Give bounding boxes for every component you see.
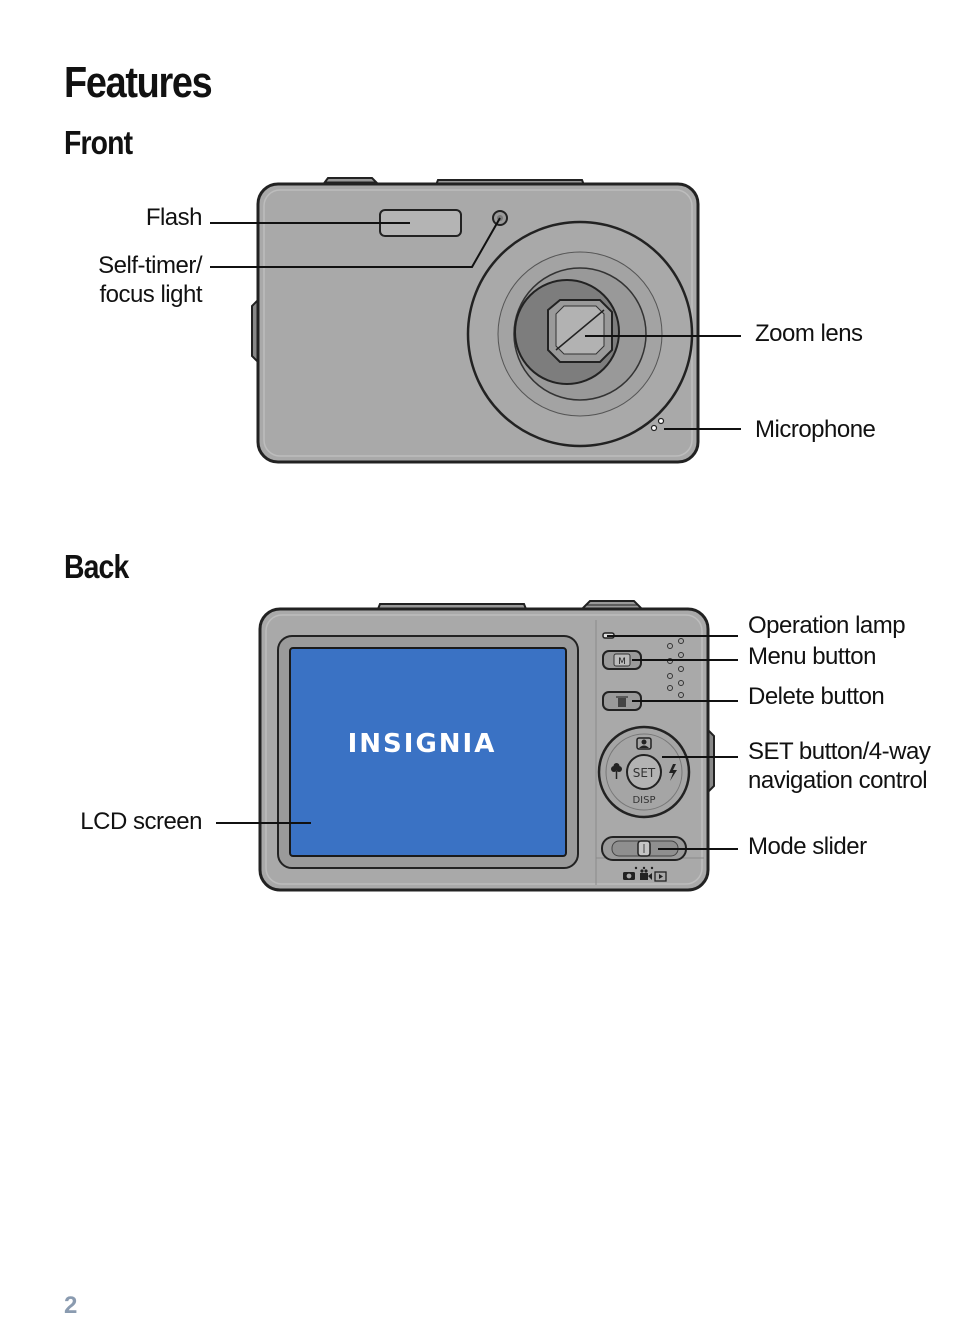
disp-text: DISP [632,795,655,806]
video-icon [640,869,652,880]
label-set-line1: SET button/4-way [748,738,931,765]
camera-icon [623,872,635,880]
label-lcd-screen: LCD screen [80,808,202,835]
playback-icon [654,871,667,882]
label-set-line2: navigation control [748,767,928,794]
label-delete-button: Delete button [748,683,885,710]
macro-flower-icon [611,763,622,779]
set-button [626,754,662,790]
section-heading-back: Back [64,548,129,585]
label-mode-slider: Mode slider [748,833,867,860]
page-title: Features [64,58,213,107]
label-menu-button: Menu button [748,643,876,670]
label-operation-lamp: Operation lamp [748,612,906,639]
set-navigation-control[interactable]: SET DISP [597,725,691,819]
page-number: 2 [64,1292,78,1319]
portrait-icon [636,737,652,750]
set-text: SET [633,766,656,780]
trash-icon [616,696,628,707]
label-flash: Flash [145,204,203,231]
microphone-hole [650,424,658,432]
front-camera [251,177,700,464]
label-self-timer-line2: focus light [99,281,202,308]
label-self-timer-line1: Self-timer/ [98,252,202,279]
zoom-lens [466,220,694,448]
section-heading-front: Front [64,124,133,161]
label-microphone: Microphone [755,416,876,443]
lcd-screen [289,647,567,857]
back-camera: INSIGNIA M [258,600,715,892]
label-zoom-lens: Zoom lens [755,320,863,347]
mode-slider[interactable] [601,836,687,861]
flash-bolt-icon [669,764,677,781]
svg-text:M: M [618,657,626,667]
insignia-logo: INSIGNIA [348,729,497,759]
